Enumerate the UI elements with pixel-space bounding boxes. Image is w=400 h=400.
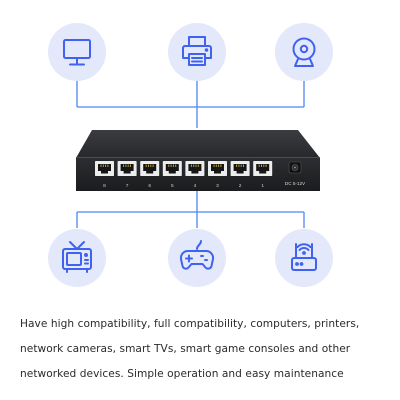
device-tv [48, 229, 106, 287]
port-number-label: 4 [194, 183, 197, 189]
port-number-label: 5 [171, 183, 174, 189]
port-number-label: 3 [216, 183, 219, 189]
device-circle [168, 229, 226, 287]
ethernet-port [230, 161, 250, 176]
device-circle [168, 23, 226, 81]
description-line: Have high compatibility, full compatibil… [20, 318, 360, 330]
ethernet-port [208, 161, 227, 176]
port-number-label: 7 [126, 183, 129, 189]
power-jack [288, 161, 302, 174]
ethernet-port [185, 161, 205, 176]
description-line: network cameras, smart TVs, smart game c… [20, 343, 351, 355]
connector-lines [76, 79, 305, 228]
tv-icon [62, 241, 92, 273]
power-label: DC 5-12V [285, 181, 306, 186]
ethernet-port [162, 161, 182, 176]
device-game-console [168, 229, 226, 287]
ethernet-ports [95, 161, 273, 176]
ethernet-port [95, 161, 114, 176]
device-printer [168, 23, 226, 81]
monitor-icon [63, 39, 91, 66]
port-number-label: 1 [261, 183, 264, 189]
printer-icon [182, 36, 212, 66]
port-number-label: 8 [103, 183, 106, 189]
webcam-icon [292, 37, 316, 67]
port-numbers: 8 7 6 5 4 3 2 1 [103, 183, 264, 189]
description-line: networked devices. Simple operation and … [20, 368, 344, 380]
device-monitor [48, 23, 106, 81]
device-circle [48, 23, 106, 81]
port-number-label: 2 [239, 183, 242, 189]
ethernet-port [140, 161, 160, 176]
device-circle [48, 229, 106, 287]
ethernet-port [117, 161, 137, 176]
router-icon [291, 243, 317, 271]
ethernet-port [253, 161, 273, 176]
network-switch: 8 7 6 5 4 3 2 1 DC 5-12V [76, 130, 320, 191]
port-number-label: 6 [148, 183, 151, 189]
network-diagram: 8 7 6 5 4 3 2 1 DC 5-12V [48, 23, 333, 287]
gamepad-icon [179, 240, 215, 270]
device-wifi-router [275, 229, 333, 287]
device-webcam [275, 23, 333, 81]
product-description: Have high compatibility, full compatibil… [20, 312, 388, 387]
switch-top [76, 130, 320, 158]
